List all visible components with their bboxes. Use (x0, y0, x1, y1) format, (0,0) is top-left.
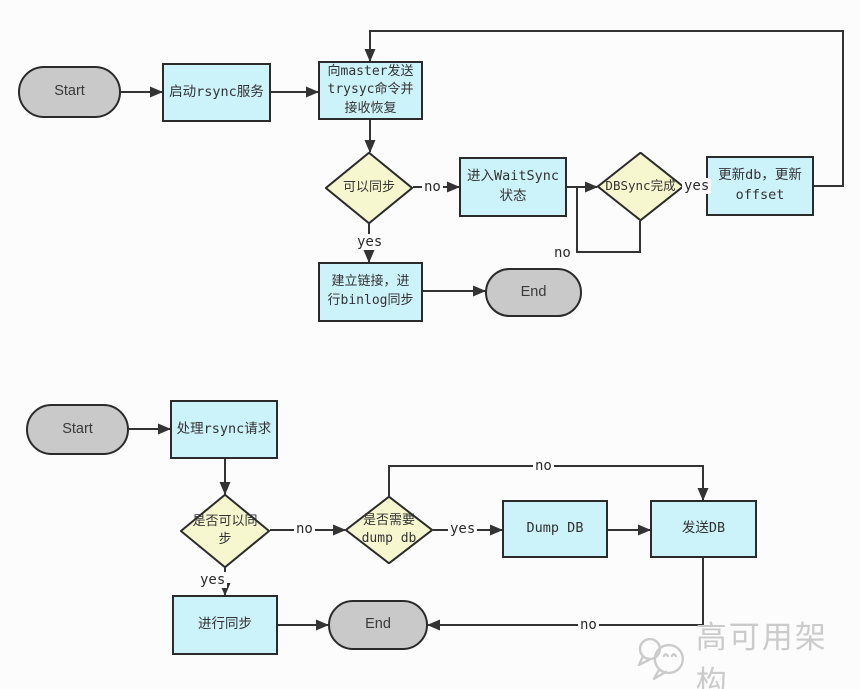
node-label: 进行同步 (198, 616, 252, 633)
node-label: 进入WaitSync 状态 (466, 168, 560, 204)
node-dump-db: Dump DB (502, 500, 608, 558)
node-label: End (365, 616, 391, 633)
edge-label-cansync-yes: yes (355, 234, 385, 250)
edge-label-needdump-yes: yes (448, 521, 478, 537)
node-end-top: End (485, 268, 582, 317)
node-end-bottom: End (328, 600, 428, 650)
edge-label-cansync-no: no (422, 179, 443, 195)
node-start-rsync-service: 启动rsync服务 (162, 63, 271, 122)
diamond-shape (597, 152, 684, 221)
diamond-shape (180, 494, 270, 568)
edge-label-dbsync-yes: yes (682, 178, 712, 194)
edge-dbsync-no-loop (576, 187, 641, 253)
edge-label-dbsync-no: no (552, 245, 573, 261)
diamond-shape (325, 152, 413, 224)
node-create-link-binlog: 建立链接，进 行binlog同步 (318, 262, 423, 322)
edge-label-cansync2-no: no (294, 521, 315, 537)
node-need-dump-decision: 是否需要 dump db (345, 496, 433, 564)
edge-senddb-to-end2 (427, 558, 704, 631)
node-label: 可以同步 (342, 180, 395, 196)
node-label: 是否可以同 步 (192, 514, 258, 547)
node-can-sync2-decision: 是否可以同 步 (180, 494, 270, 568)
edge-label-senddb-end-no: no (578, 617, 599, 633)
node-label: DBSync完成 (605, 178, 676, 194)
node-start-bottom: Start (26, 404, 129, 455)
node-label: 建立链接，进 行binlog同步 (327, 274, 414, 308)
node-do-sync: 进行同步 (172, 595, 278, 655)
node-label: 发送DB (681, 520, 726, 537)
node-start-top: Start (18, 66, 121, 118)
node-handle-rsync-request: 处理rsync请求 (170, 400, 278, 459)
node-update-db-offset: 更新db，更新 offset (706, 156, 814, 216)
node-label: 处理rsync请求 (176, 420, 272, 437)
node-label: 更新db，更新 offset (718, 167, 802, 203)
edge-updatedb-loop-to-sendtrysyc (364, 30, 844, 187)
edge-label-cansync2-yes: yes (198, 572, 228, 588)
node-label: End (520, 283, 547, 300)
watermark-logo-icon (637, 637, 684, 680)
node-dbsync-done-decision: DBSync完成 (597, 152, 684, 221)
node-can-sync-decision: 可以同步 (325, 152, 413, 224)
edge-label-needdump-loop-no: no (533, 458, 554, 474)
node-send-db: 发送DB (650, 500, 757, 558)
node-enter-waitsync: 进入WaitSync 状态 (459, 157, 567, 217)
node-label: Dump DB (526, 520, 584, 537)
node-label: 启动rsync服务 (169, 83, 264, 100)
node-label: Start (62, 420, 93, 437)
watermark-text: 高可用架构 (695, 620, 828, 689)
diamond-shape (345, 496, 433, 564)
node-label: 是否需要 dump db (361, 513, 417, 546)
node-label: 向master发送 trysyc命令并 接收恢复 (327, 64, 414, 116)
node-send-trysyc: 向master发送 trysyc命令并 接收恢复 (318, 61, 423, 120)
node-label: Start (54, 83, 85, 100)
watermark: 高可用架构 (636, 612, 860, 689)
